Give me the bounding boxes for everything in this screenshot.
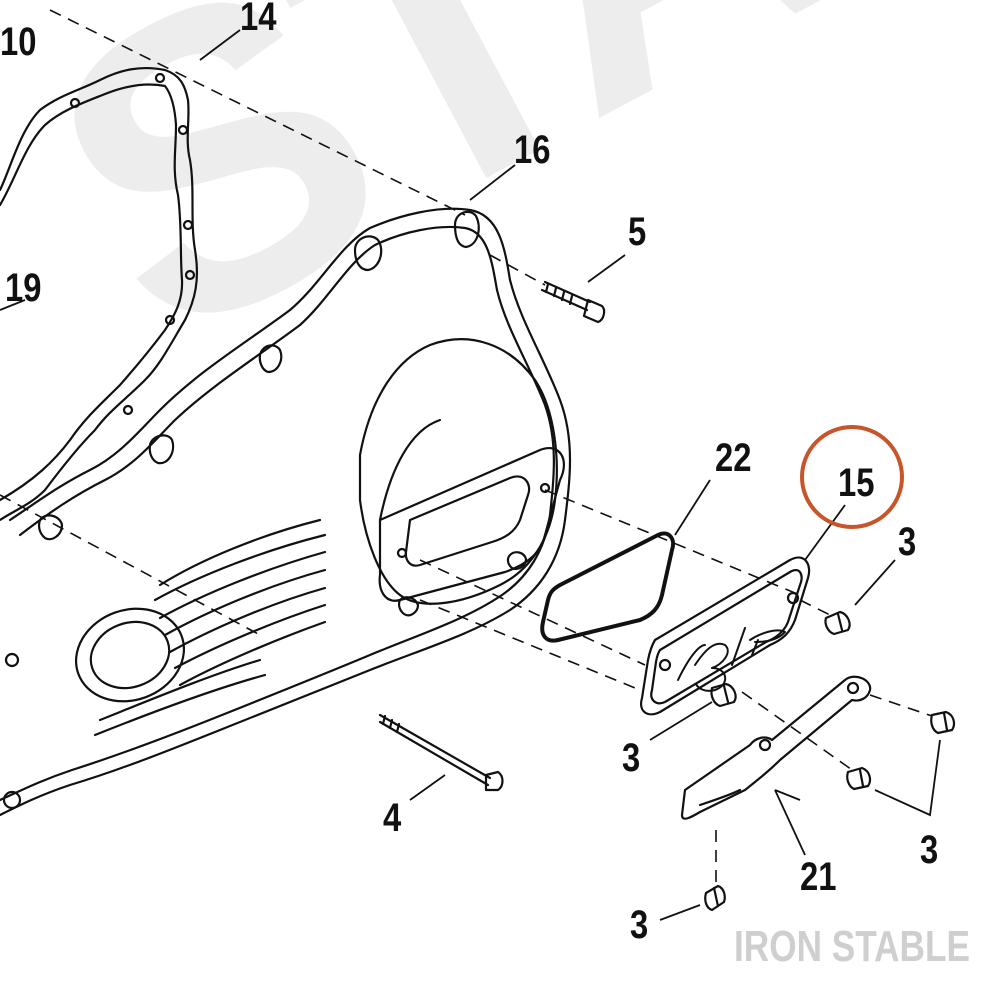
bracket-21 bbox=[680, 675, 872, 820]
callout-3-top-right: 3 bbox=[898, 520, 917, 564]
brand-logo: IRON STABLE bbox=[734, 922, 970, 971]
callout-14: 14 bbox=[240, 0, 277, 39]
bolt-3-bracket-top bbox=[930, 710, 956, 735]
primary-cover-16 bbox=[0, 207, 572, 817]
callout-3-bracket: 3 bbox=[920, 828, 939, 872]
highlight-circle bbox=[800, 425, 904, 529]
callout-3-plate: 3 bbox=[622, 736, 641, 780]
callout-15: 15 bbox=[838, 461, 875, 505]
callout-5: 5 bbox=[628, 210, 647, 254]
bolt-3-bracket-mid bbox=[846, 766, 872, 791]
callout-19: 19 bbox=[5, 266, 42, 310]
callout-4: 4 bbox=[383, 796, 402, 840]
bolt-3-bottom bbox=[704, 884, 726, 912]
bolt-5 bbox=[540, 280, 606, 324]
gasket-22 bbox=[540, 531, 675, 643]
bolt-3-plate-left bbox=[710, 682, 737, 708]
gasket-14 bbox=[0, 66, 199, 522]
emblem-131rr bbox=[677, 627, 786, 692]
callout-10: 10 bbox=[0, 20, 37, 64]
callout-22: 22 bbox=[715, 436, 752, 480]
cover-plate-15 bbox=[640, 556, 811, 716]
callout-3-bottom: 3 bbox=[630, 903, 649, 947]
inspection-window bbox=[378, 447, 565, 602]
bolt-4 bbox=[378, 713, 504, 792]
callout-21: 21 bbox=[800, 855, 837, 899]
callout-16: 16 bbox=[514, 128, 551, 172]
bolt-3-plate-right bbox=[824, 610, 851, 636]
